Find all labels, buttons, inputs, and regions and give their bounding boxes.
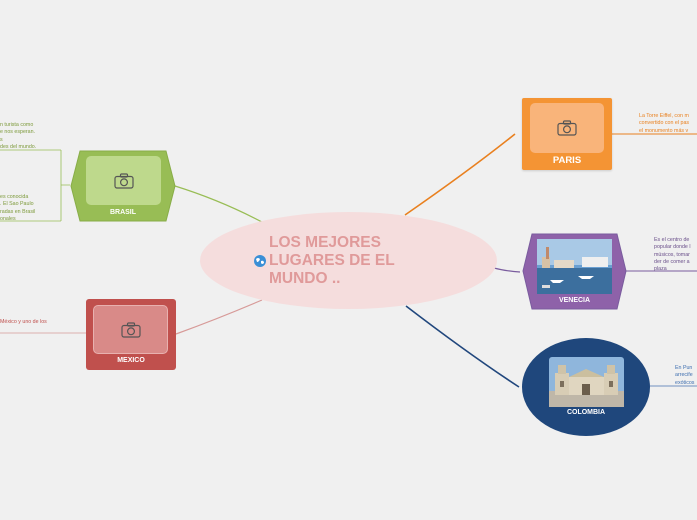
link-colombia: [405, 305, 520, 388]
globe-icon: [254, 255, 266, 267]
topic-label: MEXICO: [117, 357, 145, 364]
image-placeholder: [530, 103, 604, 153]
topic-label: VENECIA: [558, 297, 591, 304]
link-brasil-notes: [0, 149, 70, 222]
central-topic[interactable]: LOS MEJORES LUGARES DE EL MUNDO ..: [200, 212, 497, 309]
note-colombia[interactable]: En Pun arrecife exóticos: [675, 365, 695, 386]
topic-label: BRASIL: [109, 209, 137, 216]
topic-label: PARIS: [552, 155, 582, 166]
topic-label: COLOMBIA: [566, 409, 606, 416]
note-paris[interactable]: La Torre Eiffel, con m convertido con el…: [639, 113, 690, 134]
topic-mexico[interactable]: MEXICO: [86, 299, 176, 370]
link-paris: [404, 133, 516, 216]
topic-colombia[interactable]: COLOMBIA: [522, 338, 650, 436]
note-brasil-2[interactable]: es conocida . El Sao Paulo radas en Bras…: [0, 194, 36, 222]
camera-icon: [557, 120, 577, 136]
image-placeholder: [86, 156, 161, 205]
link-brasil: [174, 185, 263, 223]
camera-icon: [120, 321, 141, 338]
venecia-shape: [522, 233, 627, 310]
topic-brasil[interactable]: BRASIL: [70, 150, 176, 222]
note-venecia[interactable]: Es el centro de popular donde l músicos,…: [654, 237, 691, 273]
bogota-cathedral-photo: [549, 357, 624, 407]
note-brasil-1[interactable]: n turista como e nos esperan. s des del …: [0, 122, 37, 150]
camera-icon: [113, 172, 134, 189]
topic-paris[interactable]: PARIS: [522, 98, 612, 170]
topic-venecia[interactable]: VENECIA: [522, 233, 627, 310]
link-venecia: [493, 267, 521, 273]
central-title: LOS MEJORES LUGARES DE EL MUNDO ..: [269, 234, 395, 287]
image-placeholder: [93, 305, 168, 354]
link-mexico: [175, 299, 263, 335]
note-mexico[interactable]: México y uno de los: [0, 319, 47, 325]
